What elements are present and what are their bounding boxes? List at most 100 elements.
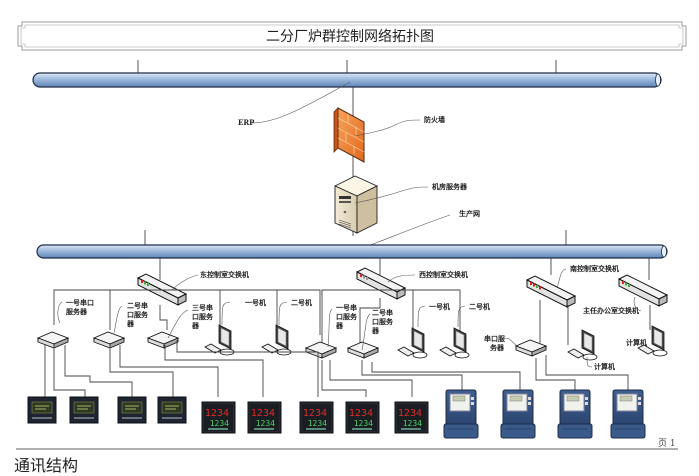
serial-server-icon (304, 341, 338, 359)
label-leader (457, 305, 466, 328)
computer-monitor-icon (439, 327, 470, 359)
label-line: 一号串口 (66, 298, 94, 307)
server-label: 机房服务器 (432, 182, 468, 191)
display-top-reading: 1234 (303, 408, 327, 419)
label-line: 器 (371, 326, 380, 335)
computer-monitor-icon (637, 325, 668, 357)
label-line: 口服务 (192, 312, 214, 321)
title-banner: 二分厂炉群控制网络拓扑图 (17, 21, 687, 51)
serial-server-label-6: 串口服 务器 (484, 334, 519, 352)
east-distribution (53, 289, 321, 335)
label-leader (361, 313, 371, 351)
label-line: 务器 (490, 343, 505, 352)
switch-icon-west (355, 267, 407, 300)
controller-green-panel-icon (157, 396, 187, 424)
display-top-reading: 1234 (398, 408, 422, 419)
server-tower-icon (333, 175, 379, 234)
computer-monitor-icon (397, 327, 428, 359)
serial-server-label-3: 三号串 口服务 器 (167, 303, 214, 339)
production-net-label: 生产网 (459, 209, 480, 218)
serial-server-label-4: 一号串 口服务 器 (327, 303, 358, 348)
switch-label-leader (171, 274, 199, 291)
page-number-label: 页 1 (658, 439, 676, 449)
label-leader (278, 301, 288, 326)
label-leader (57, 301, 63, 324)
switch-label-leader (556, 268, 567, 289)
label-line: 二号串 (127, 301, 148, 310)
computer-monitor-icon (261, 324, 292, 356)
computer-label: 二号机 (291, 298, 312, 307)
label-line: 口服务 (372, 317, 394, 326)
label-leader (167, 309, 189, 339)
west-drop (359, 298, 381, 345)
firewall-icon (333, 107, 365, 163)
switch-icon-east (136, 273, 188, 306)
east-drop (159, 305, 168, 330)
label-leader (586, 356, 593, 368)
switch-label-east: 东控制室交换机 (200, 270, 249, 279)
switch-label-west: 西控制室交换机 (419, 270, 468, 279)
label-line: 口服务 (127, 310, 149, 319)
label-leader (221, 301, 231, 326)
label-leader (504, 337, 519, 347)
label-leader (113, 305, 123, 334)
production-backbone-bus (36, 244, 668, 259)
server-label-leader (354, 186, 429, 204)
serial-server-icon (346, 341, 380, 359)
computer-label: 二号机 (469, 302, 490, 311)
computer-label: 一号机 (429, 302, 450, 311)
label-line: 二号串 (372, 308, 393, 317)
label-line: 口服务 (336, 312, 358, 321)
serial-server-icon (146, 331, 180, 349)
switch-label-south: 南控制室交换机 (570, 264, 619, 273)
computer-label: 计算机 (626, 338, 647, 347)
serial-server-label-2: 二号串 口服务 器 (113, 301, 149, 334)
serial-server-icon (92, 331, 126, 349)
computer-monitor-icon (204, 324, 235, 356)
switch-icon-director-office (617, 274, 669, 307)
controller-green-panel-icon (27, 396, 57, 424)
erp-label: ERP (238, 118, 255, 127)
controller-green-panel-icon (69, 396, 99, 424)
label-line: 一号串 (336, 303, 357, 312)
label-leader (417, 305, 426, 328)
network-topology-diagram: 二分厂炉群控制网络拓扑图 ERP 防火墙 (16, 21, 687, 450)
label-line: 器 (335, 321, 344, 330)
footer-heading: 通讯结构 (14, 456, 79, 475)
field-wiring (44, 340, 629, 397)
computer-label: 计算机 (594, 362, 615, 371)
diagram-title: 二分厂炉群控制网络拓扑图 (266, 29, 434, 45)
serial-server-icon (514, 339, 548, 357)
firewall-label-leader (354, 119, 421, 137)
display-bottom-reading: 1234 (210, 419, 229, 428)
erp-backbone-bus (32, 72, 662, 88)
erp-label-leader (251, 81, 351, 124)
computer-label: 一号机 (245, 298, 266, 307)
electric-meter-icon (610, 389, 646, 439)
display-bottom-reading: 1234 (308, 419, 327, 428)
computer-monitor-icon (567, 329, 598, 361)
serial-server-icon (36, 331, 70, 349)
switch-icon-south (525, 275, 577, 308)
firewall-label: 防火墙 (424, 115, 445, 124)
display-top-reading: 1234 (251, 408, 275, 419)
switch-label-leader (633, 296, 642, 312)
electric-meter-icon (500, 389, 536, 439)
display-bottom-reading: 1234 (403, 419, 422, 428)
display-bottom-reading: 1234 (354, 419, 373, 428)
label-line: 服务器 (66, 307, 88, 316)
label-line: 器 (126, 319, 135, 328)
electric-meter-icon (557, 389, 593, 439)
label-line: 三号串 (192, 303, 213, 312)
serial-server-label-5: 二号串 口服务 器 (361, 308, 394, 351)
label-line: 器 (191, 321, 200, 330)
label-leader (327, 308, 333, 348)
switch-label-leader (387, 274, 416, 283)
electric-meter-icon (443, 389, 479, 439)
display-top-reading: 1234 (349, 408, 373, 419)
